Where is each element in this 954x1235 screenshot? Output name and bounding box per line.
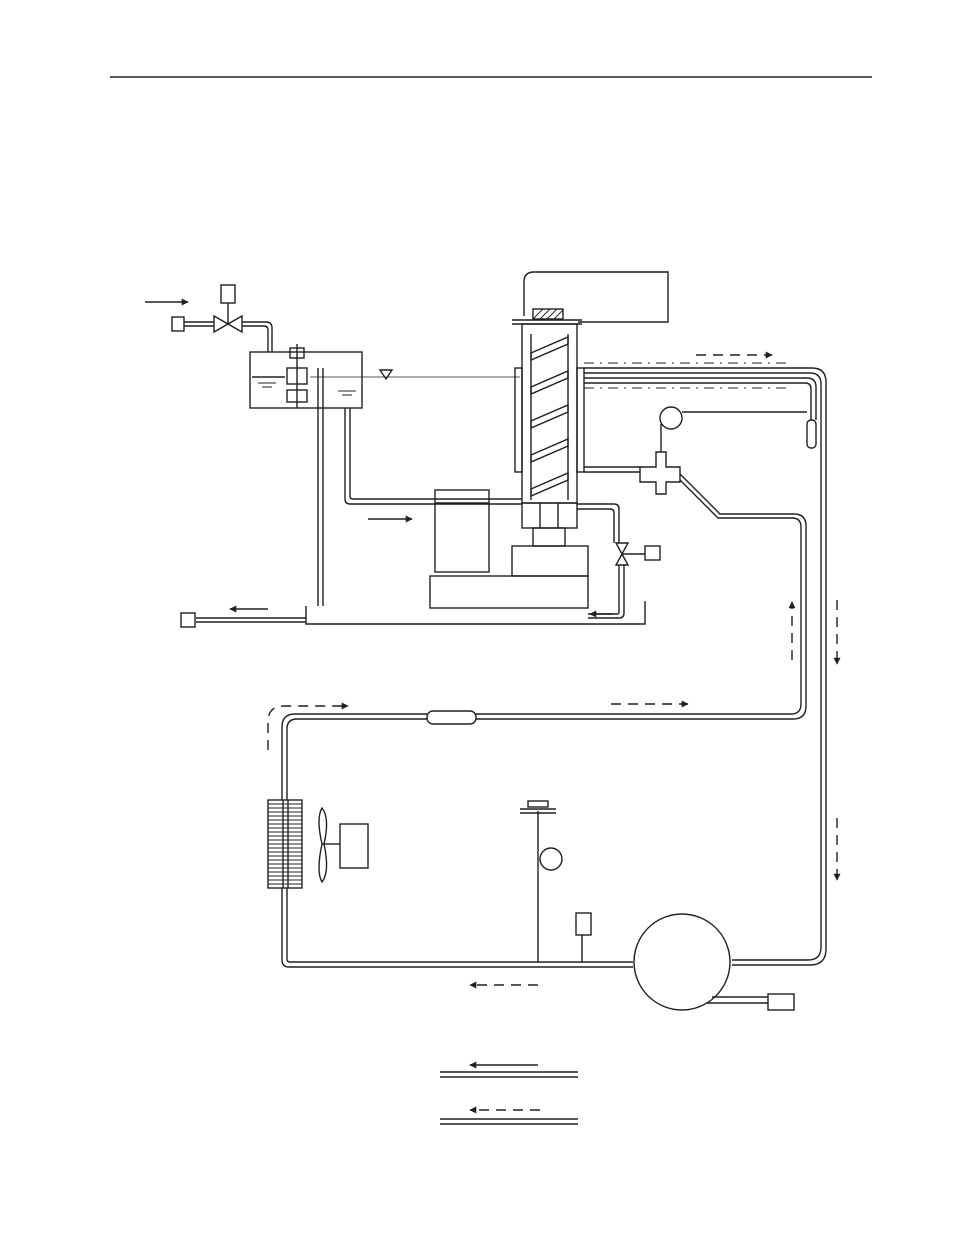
inlet-solenoid-coil [172,317,184,331]
water-level-indicator-icon [380,370,392,379]
suction-line [584,373,821,960]
evaporator-jacket-left [515,368,522,472]
extruding-head-hatch [533,309,563,319]
gear-motor-base [430,576,588,608]
pressure-gauge [540,848,562,870]
discharge-line [287,888,633,962]
drive-coupling [533,528,565,546]
thermal-bulb [807,420,816,448]
condenser-fins [268,804,302,884]
legend-item-solid [440,1065,578,1077]
compressor-terminal-box [768,994,794,1010]
condenser-flow-arrow [268,706,348,750]
liquid-line [476,480,801,714]
suction-line-centerline [584,363,790,388]
fan-motor [340,824,368,868]
thermostatic-valve-bulb-head [660,407,682,429]
lower-bearing-housing [522,503,577,528]
drain-valve-outlet [588,565,619,614]
drain-header [306,601,645,624]
compressor [634,914,730,1010]
filter-drier [427,711,476,724]
discharge-line [282,888,633,967]
fan-blades-icon [319,808,327,882]
ice-chute [524,272,668,322]
legend-item-dashed [440,1110,578,1124]
drain-valve-coil [645,546,660,560]
water-feed-pipe [350,408,522,499]
pressure-switch-cap [528,801,548,807]
water-reservoir [250,352,362,408]
suction-line-inner [584,383,811,420]
water-feed-pipe [345,408,522,504]
expansion-valve-icon [640,452,680,494]
suction-line-inner [584,378,816,420]
liquid-line [476,474,806,719]
suction-line [584,368,826,965]
condenser-outlet-line [287,719,427,800]
high-pressure-switch [576,913,591,935]
gear-reducer [512,546,588,576]
drain-outlet [181,613,195,627]
inlet-pipe-to-reservoir [242,326,268,352]
condenser-outlet-line [282,714,427,800]
inlet-valve-actuator [221,285,235,303]
evaporator-jacket-right [577,368,584,472]
evaporator-drain-line [577,509,614,543]
auger-flights [531,337,568,496]
